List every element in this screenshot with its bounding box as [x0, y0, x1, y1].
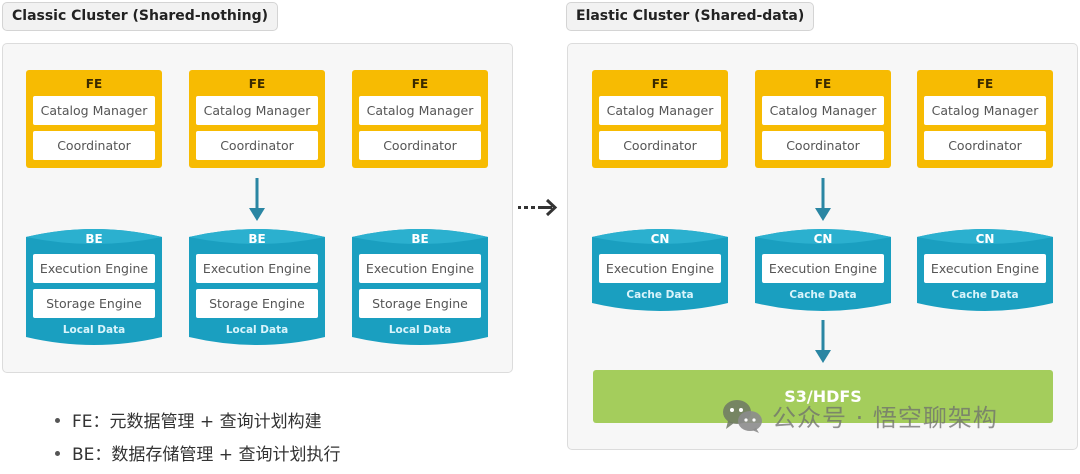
execution-engine-box: Execution Engine — [33, 254, 155, 283]
cn-title: CN — [650, 232, 670, 246]
coordinator-box: Coordinator — [196, 131, 318, 160]
catalog-manager-box: Catalog Manager — [196, 96, 318, 125]
fe-title: FE — [651, 77, 669, 91]
elastic-cluster-label: Elastic Cluster (Shared-data) — [566, 2, 815, 31]
be-title: BE — [248, 232, 266, 246]
catalog-manager-box: Catalog Manager — [599, 96, 721, 125]
cache-data-label: Cache Data — [789, 289, 857, 301]
elastic-cn-node-1: CN Execution Engine Cache Data — [592, 229, 728, 312]
note-text: BE：数据存储管理 + 查询计划执行 — [72, 445, 341, 465]
note-item: BE：数据存储管理 + 查询计划执行 — [55, 441, 340, 474]
execution-engine-box: Execution Engine — [196, 254, 318, 283]
storage-engine-box: Storage Engine — [359, 289, 481, 318]
coordinator-box: Coordinator — [359, 131, 481, 160]
fe-title: FE — [85, 77, 103, 91]
elastic-fe-node-2: FE Catalog Manager Coordinator — [755, 70, 891, 168]
s3-hdfs-storage: S3/HDFS — [593, 370, 1053, 423]
dashed-right-arrow-icon — [518, 198, 558, 217]
be-title: BE — [85, 232, 103, 246]
elastic-cn-node-3: CN Execution Engine Cache Data — [917, 229, 1053, 312]
local-data-label: Local Data — [388, 324, 452, 336]
bullet-icon — [55, 450, 60, 456]
storage-engine-box: Storage Engine — [33, 289, 155, 318]
elastic-fe-node-3: FE Catalog Manager Coordinator — [917, 70, 1053, 168]
notes-list: FE：元数据管理 + 查询计划构建 BE：数据存储管理 + 查询计划执行 — [55, 408, 340, 474]
elastic-cn-node-2: CN Execution Engine Cache Data — [755, 229, 891, 312]
watermark: 公众号 · 悟空聊架构 — [722, 398, 998, 433]
down-arrow-icon — [249, 178, 265, 221]
catalog-manager-box: Catalog Manager — [359, 96, 481, 125]
coordinator-box: Coordinator — [599, 131, 721, 160]
classic-cluster-label: Classic Cluster (Shared-nothing) — [2, 2, 279, 31]
execution-engine-box: Execution Engine — [762, 254, 884, 283]
note-item: FE：元数据管理 + 查询计划构建 — [55, 408, 340, 441]
execution-engine-box: Execution Engine — [599, 254, 721, 283]
classic-fe-node-2: FE Catalog Manager Coordinator — [189, 70, 325, 168]
elastic-fe-node-1: FE Catalog Manager Coordinator — [592, 70, 728, 168]
local-data-label: Local Data — [225, 324, 289, 336]
classic-be-node-1: BE Execution Engine Storage Engine Local… — [26, 229, 162, 346]
coordinator-box: Coordinator — [924, 131, 1046, 160]
down-arrow-icon — [815, 320, 831, 363]
fe-title: FE — [976, 77, 994, 91]
classic-fe-node-3: FE Catalog Manager Coordinator — [352, 70, 488, 168]
cn-title: CN — [975, 232, 995, 246]
catalog-manager-box: Catalog Manager — [762, 96, 884, 125]
classic-fe-node-1: FE Catalog Manager Coordinator — [26, 70, 162, 168]
execution-engine-box: Execution Engine — [359, 254, 481, 283]
fe-title: FE — [411, 77, 429, 91]
wechat-icon — [723, 399, 762, 433]
classic-be-node-3: BE Execution Engine Storage Engine Local… — [352, 229, 488, 346]
note-text: FE：元数据管理 + 查询计划构建 — [72, 412, 322, 432]
fe-title: FE — [248, 77, 266, 91]
classic-be-node-2: BE Execution Engine Storage Engine Local… — [189, 229, 325, 346]
coordinator-box: Coordinator — [762, 131, 884, 160]
down-arrow-icon — [815, 178, 831, 221]
local-data-label: Local Data — [62, 324, 126, 336]
catalog-manager-box: Catalog Manager — [924, 96, 1046, 125]
storage-engine-box: Storage Engine — [196, 289, 318, 318]
be-title: BE — [411, 232, 429, 246]
cache-data-label: Cache Data — [626, 289, 694, 301]
bullet-icon — [55, 417, 60, 423]
execution-engine-box: Execution Engine — [924, 254, 1046, 283]
catalog-manager-box: Catalog Manager — [33, 96, 155, 125]
coordinator-box: Coordinator — [33, 131, 155, 160]
cache-data-label: Cache Data — [951, 289, 1019, 301]
fe-title: FE — [814, 77, 832, 91]
cn-title: CN — [813, 232, 833, 246]
watermark-text: 公众号 · 悟空聊架构 — [772, 404, 998, 432]
